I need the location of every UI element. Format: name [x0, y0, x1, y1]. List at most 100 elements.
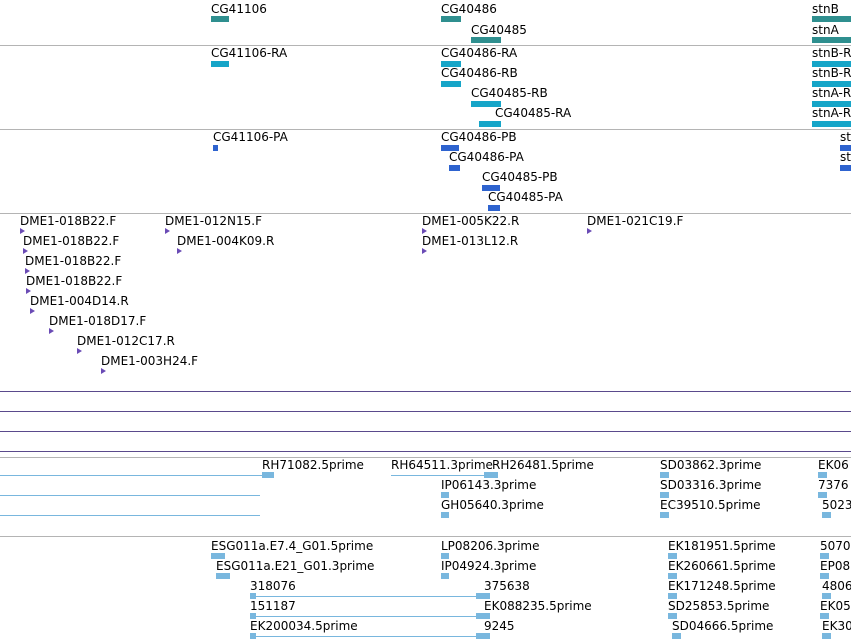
est-label[interactable]: RH26481.5prime: [492, 458, 594, 472]
est-glyph[interactable]: [668, 573, 677, 579]
transcript-label[interactable]: stnA-R: [812, 86, 851, 100]
protein-glyph[interactable]: [488, 205, 500, 211]
est-glyph[interactable]: [822, 512, 831, 518]
est-glyph[interactable]: [441, 573, 449, 579]
bac-end-marker[interactable]: [422, 248, 427, 254]
bac-label[interactable]: DME1-018B22.F: [25, 254, 122, 268]
est-label[interactable]: ESG011a.E21_G01.3prime: [216, 559, 375, 573]
est-label[interactable]: EK30: [822, 619, 851, 633]
protein-glyph[interactable]: [840, 165, 851, 171]
est-glyph[interactable]: [672, 633, 681, 639]
est-label[interactable]: EK260661.5prime: [668, 559, 776, 573]
est-glyph[interactable]: [822, 593, 831, 599]
gene-glyph-CG40485[interactable]: [471, 37, 501, 43]
est-glyph[interactable]: [660, 512, 669, 518]
bac-label[interactable]: DME1-018D17.F: [49, 314, 147, 328]
bac-label[interactable]: DME1-004D14.R: [30, 294, 129, 308]
est-glyph[interactable]: [820, 553, 829, 559]
bac-end-marker[interactable]: [20, 228, 25, 234]
gene-label-CG40486[interactable]: CG40486: [441, 2, 497, 16]
est-glyph[interactable]: [441, 492, 449, 498]
est-label[interactable]: EC39510.5prime: [660, 498, 761, 512]
transcript-glyph[interactable]: [812, 81, 851, 87]
transcript-glyph[interactable]: [211, 61, 229, 67]
est-glyph[interactable]: [820, 573, 829, 579]
est-glyph[interactable]: [484, 472, 498, 478]
gene-label-stnB[interactable]: stnB: [812, 2, 839, 16]
protein-label[interactable]: CG40486-PB: [441, 130, 517, 144]
bac-label[interactable]: DME1-003H24.F: [101, 354, 199, 368]
protein-glyph[interactable]: [441, 145, 459, 151]
protein-glyph[interactable]: [482, 185, 500, 191]
est-label[interactable]: SD25853.5prime: [668, 599, 770, 613]
est-label[interactable]: IP06143.3prime: [441, 478, 537, 492]
est-label[interactable]: EP08: [820, 559, 851, 573]
gene-label-CG40485[interactable]: CG40485: [471, 23, 527, 37]
est-glyph[interactable]: [668, 593, 677, 599]
est-glyph[interactable]: [441, 553, 449, 559]
transcript-glyph[interactable]: [471, 101, 501, 107]
est-label[interactable]: 9245: [484, 619, 515, 633]
est-label[interactable]: SD03316.3prime: [660, 478, 762, 492]
transcript-label[interactable]: CG40485-RA: [495, 106, 572, 120]
bac-label[interactable]: DME1-012N15.F: [165, 214, 263, 228]
est-label[interactable]: EK200034.5prime: [250, 619, 358, 633]
protein-label[interactable]: CG41106-PA: [213, 130, 288, 144]
gene-label-CG41106[interactable]: CG41106: [211, 2, 267, 16]
est-glyph[interactable]: [660, 492, 669, 498]
est-label[interactable]: 375638: [484, 579, 530, 593]
bac-end-marker[interactable]: [30, 308, 35, 314]
transcript-label[interactable]: CG40486-RA: [441, 46, 518, 60]
est-label[interactable]: 5070: [820, 539, 851, 553]
bac-label[interactable]: DME1-005K22.R: [422, 214, 520, 228]
bac-end-marker[interactable]: [101, 368, 106, 374]
transcript-label[interactable]: CG41106-RA: [211, 46, 288, 60]
bac-label[interactable]: DME1-018B22.F: [20, 214, 117, 228]
protein-glyph[interactable]: [213, 145, 218, 151]
est-label[interactable]: EK05: [820, 599, 851, 613]
est-label[interactable]: 5023: [822, 498, 851, 512]
protein-label[interactable]: CG40485-PB: [482, 170, 558, 184]
est-label[interactable]: RH71082.5prime: [262, 458, 364, 472]
est-label[interactable]: SD04666.5prime: [672, 619, 774, 633]
est-glyph[interactable]: [820, 613, 829, 619]
est-label[interactable]: RH64511.3prime: [391, 458, 493, 472]
gene-glyph-CG40486[interactable]: [441, 16, 461, 22]
protein-label[interactable]: st: [840, 130, 851, 144]
transcript-glyph[interactable]: [812, 61, 851, 67]
bac-end-marker[interactable]: [25, 268, 30, 274]
protein-glyph[interactable]: [840, 145, 851, 151]
est-label[interactable]: EK06: [818, 458, 849, 472]
bac-end-marker[interactable]: [23, 248, 28, 254]
est-label[interactable]: GH05640.3prime: [441, 498, 544, 512]
est-glyph[interactable]: [441, 512, 449, 518]
est-glyph[interactable]: [211, 553, 225, 559]
protein-label[interactable]: CG40485-PA: [488, 190, 563, 204]
bac-label[interactable]: DME1-004K09.R: [177, 234, 275, 248]
est-label[interactable]: 151187: [250, 599, 296, 613]
est-glyph[interactable]: [660, 472, 669, 478]
bac-label[interactable]: DME1-021C19.F: [587, 214, 684, 228]
gene-glyph-stnA[interactable]: [812, 37, 851, 43]
transcript-glyph[interactable]: [441, 81, 461, 87]
transcript-glyph[interactable]: [812, 121, 851, 127]
est-label[interactable]: EK171248.5prime: [668, 579, 776, 593]
transcript-glyph[interactable]: [479, 121, 501, 127]
transcript-label[interactable]: stnB-R: [812, 66, 851, 80]
est-label[interactable]: 7376: [818, 478, 849, 492]
est-label[interactable]: EK181951.5prime: [668, 539, 776, 553]
transcript-glyph[interactable]: [441, 61, 461, 67]
protein-glyph[interactable]: [449, 165, 460, 171]
est-glyph[interactable]: [476, 613, 490, 619]
gene-glyph-CG41106[interactable]: [211, 16, 229, 22]
est-glyph[interactable]: [476, 633, 490, 639]
est-label[interactable]: SD03862.3prime: [660, 458, 762, 472]
bac-end-marker[interactable]: [26, 288, 31, 294]
protein-label[interactable]: CG40486-PA: [449, 150, 524, 164]
bac-end-marker[interactable]: [177, 248, 182, 254]
est-label[interactable]: LP08206.3prime: [441, 539, 540, 553]
bac-label[interactable]: DME1-018B22.F: [26, 274, 123, 288]
bac-end-marker[interactable]: [422, 228, 427, 234]
est-glyph[interactable]: [668, 613, 677, 619]
est-glyph[interactable]: [216, 573, 230, 579]
